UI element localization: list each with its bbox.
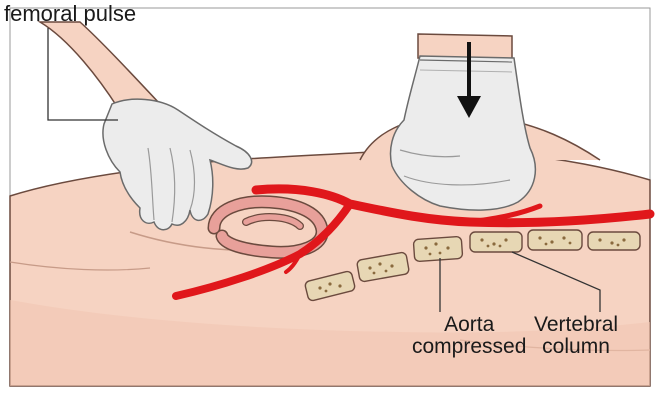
label-aorta-compressed: Aorta compressed <box>412 314 526 358</box>
label-aorta-line1: Aorta <box>412 314 526 336</box>
label-femoral-pulse: femoral pulse <box>4 2 136 25</box>
label-vertebral-line1: Vertebral <box>534 314 618 336</box>
label-aorta-line2: compressed <box>412 336 526 358</box>
label-vertebral-column: Vertebral column <box>534 314 618 358</box>
left-arm <box>40 22 160 108</box>
label-vertebral-line2: column <box>534 336 618 358</box>
gloved-fist-icon <box>391 56 536 210</box>
